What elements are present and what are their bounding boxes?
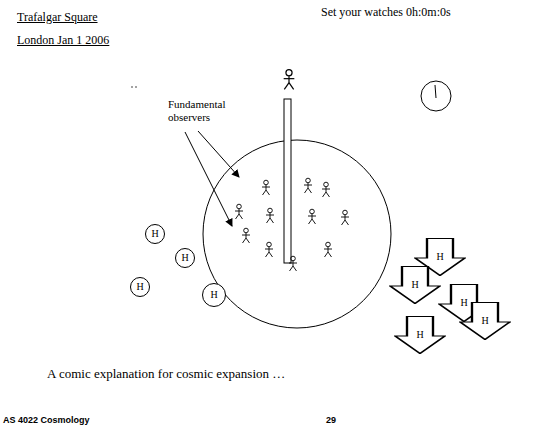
- stick-figure: [304, 178, 312, 193]
- stick-figure: [308, 209, 316, 224]
- h-circle: H: [145, 224, 165, 244]
- course-footer: AS 4022 Cosmology: [3, 415, 90, 426]
- place-heading: Trafalgar Square: [17, 10, 98, 24]
- page-number: 29: [326, 415, 336, 426]
- node-text: H: [389, 280, 441, 290]
- stick-figure: [289, 256, 297, 271]
- stick-figure: [235, 204, 243, 219]
- node-text: H: [181, 253, 188, 263]
- stick-figure: [266, 208, 274, 223]
- stick-figure: [324, 242, 332, 257]
- stick-figure: [341, 210, 349, 225]
- date-heading: London Jan 1 2006: [17, 33, 109, 47]
- callout-label: Fundamental observers: [168, 98, 238, 124]
- dot: [131, 86, 132, 87]
- h-circle: H: [130, 277, 150, 297]
- caption-note: A comic explanation for cosmic expansion…: [47, 366, 285, 382]
- watch-note: Set your watches 0h:0m:0s: [321, 5, 451, 19]
- column: [284, 99, 291, 263]
- h-arrow: H: [389, 266, 441, 304]
- node-text: H: [151, 229, 158, 239]
- node-text: H: [136, 282, 143, 292]
- stick-figure: [242, 228, 250, 243]
- node-text: H: [459, 316, 511, 326]
- stick-figure: [262, 180, 270, 195]
- stick-figure: [322, 182, 330, 197]
- stick-figure: [284, 70, 295, 90]
- node-text: H: [394, 330, 446, 340]
- node-text: H: [210, 290, 217, 300]
- h-arrow: H: [459, 302, 511, 340]
- leader-arrow: [185, 132, 232, 226]
- stick-figure: [265, 242, 273, 257]
- dot: [135, 86, 136, 87]
- node-text: H: [414, 252, 466, 262]
- h-circle: H: [175, 248, 195, 268]
- clock-hand: [435, 85, 436, 98]
- clock-face: [421, 81, 451, 111]
- h-arrow: H: [394, 316, 446, 354]
- h-circle: H: [202, 283, 226, 307]
